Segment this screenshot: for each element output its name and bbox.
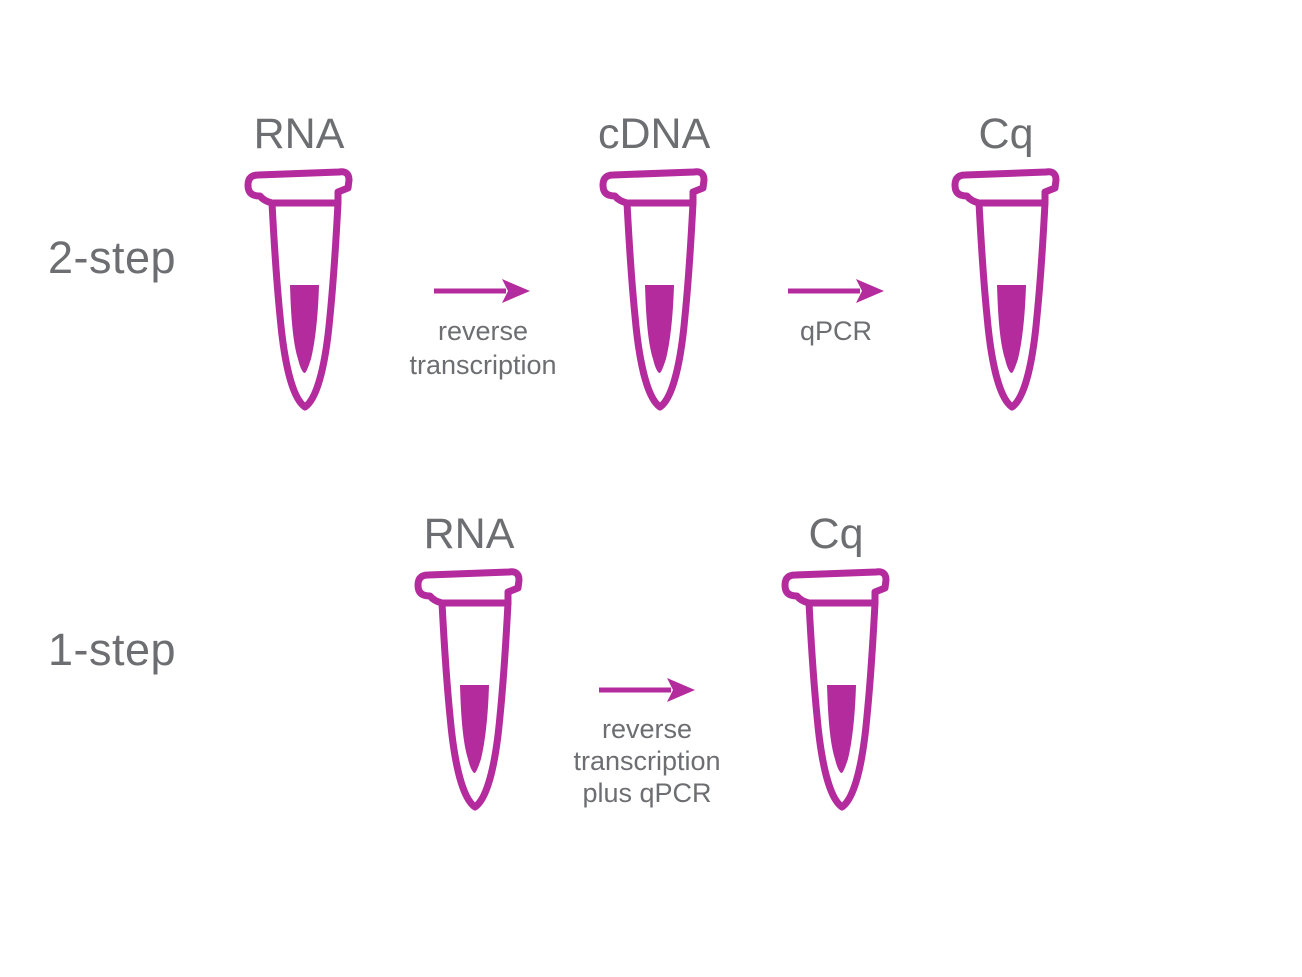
tube-cdna-2step: cDNA	[598, 113, 710, 418]
microcentrifuge-tube-icon	[950, 166, 1062, 418]
arrow-caption-line: transcription	[573, 746, 721, 776]
tube-rna-2step: RNA	[243, 113, 355, 418]
arrow-caption: reverse transcription plus qPCR	[497, 713, 797, 809]
arrow-caption: qPCR	[686, 314, 986, 348]
tube-cq-1step: Cq	[780, 513, 892, 818]
arrow-caption-line: transcription	[409, 350, 557, 380]
tube-label: RNA	[253, 110, 345, 158]
arrow-caption-line: qPCR	[799, 316, 873, 346]
tube-label: RNA	[423, 510, 515, 558]
arrow-right-icon	[788, 279, 884, 303]
tube-label: cDNA	[598, 110, 711, 158]
tube-cq-2step: Cq	[950, 113, 1062, 418]
tube-label: Cq	[808, 510, 864, 558]
arrow-caption: reverse transcription	[333, 314, 633, 382]
tube-rna-1step: RNA	[413, 513, 525, 818]
arrow-caption-line: plus qPCR	[582, 778, 712, 808]
arrow-caption-line: reverse	[601, 714, 693, 744]
arrow-caption-line: reverse	[437, 316, 529, 346]
arrow-right-icon	[434, 279, 530, 303]
arrow-right-icon	[599, 678, 695, 702]
step-label-1-step: 1-step	[48, 624, 177, 675]
step-label-2-step: 2-step	[48, 232, 177, 283]
microcentrifuge-tube-icon	[780, 566, 892, 818]
microcentrifuge-tube-icon	[598, 166, 710, 418]
tube-label: Cq	[978, 110, 1034, 158]
